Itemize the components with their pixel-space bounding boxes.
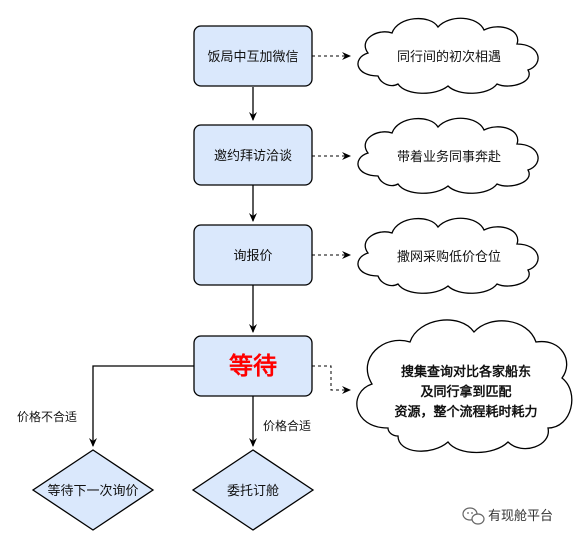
step2-label: 邀约拜访洽谈	[214, 149, 292, 164]
process-box-1: 饭局中互加微信	[193, 25, 313, 87]
step3-label: 询报价	[233, 249, 272, 264]
cloud-1: 同行间的初次相遇	[357, 17, 539, 94]
edge-label-suitable: 价格合适	[263, 418, 311, 433]
edge-step4-left	[89, 365, 194, 447]
cloud-2-text: 带着业务同事奔赴	[397, 149, 501, 165]
step1-label: 饭局中互加微信	[207, 50, 298, 65]
cloud-4-line-1: 搜集查询对比各家船东	[401, 364, 531, 380]
process-box-wait: 等待	[193, 335, 313, 397]
watermark-text: 有现舱平台	[488, 509, 553, 524]
cloud-1-text: 同行间的初次相遇	[397, 49, 501, 65]
decision-left: 等待下一次询价	[31, 449, 155, 531]
decision-right: 委托订舱	[191, 449, 315, 531]
cloud-3-text: 撒网采购低价仓位	[397, 249, 501, 265]
wechat-icon	[462, 507, 485, 525]
cloud-3: 撒网采购低价仓位	[357, 217, 539, 294]
process-box-3: 询报价	[193, 224, 313, 286]
process-box-2: 邀约拜访洽谈	[193, 124, 313, 186]
cloud-2: 带着业务同事奔赴	[357, 117, 539, 194]
edge-label-not-suitable: 价格不合适	[17, 409, 77, 424]
cloud-4-line-3: 资源，整个流程耗时耗力	[394, 404, 537, 420]
watermark: 有现舱平台	[462, 507, 553, 525]
decision-right-label: 委托订舱	[227, 484, 279, 499]
cloud-4-line-2: 及同行拿到匹配	[420, 384, 511, 400]
decision-left-label: 等待下一次询价	[47, 483, 138, 499]
cloud-4: 搜集查询对比各家船东 及同行拿到匹配 资源，整个流程耗时耗力	[356, 319, 573, 454]
wait-label: 等待	[229, 352, 277, 380]
dashed-edge-4	[312, 365, 351, 394]
